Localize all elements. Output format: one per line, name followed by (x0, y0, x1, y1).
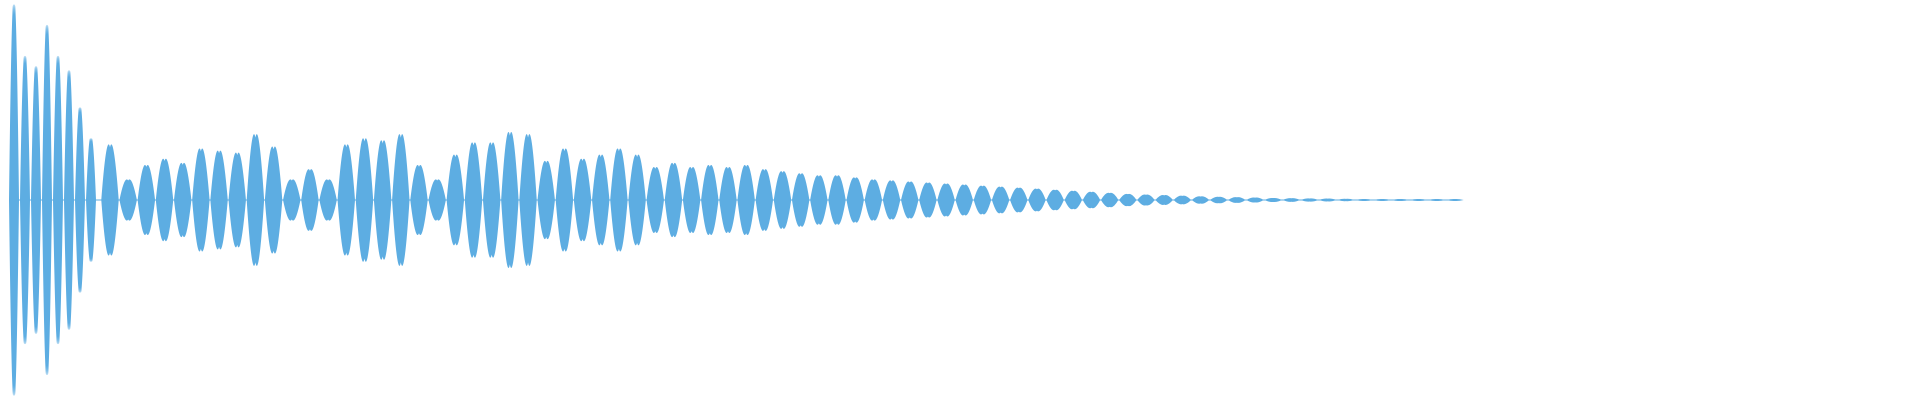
waveform-lobe (628, 154, 646, 246)
waveform-lobe (1282, 198, 1301, 202)
waveform-lobe (664, 162, 683, 238)
waveform-lobe (791, 173, 810, 227)
waveform-lobe (1046, 189, 1064, 211)
waveform-lobe (810, 175, 828, 225)
waveform-lobe (1010, 187, 1028, 213)
waveform-lobe (337, 144, 356, 256)
waveform-lobe (53, 55, 63, 345)
waveform-lobe (1409, 198, 1428, 202)
waveform-lobe (283, 179, 301, 221)
waveform-lobe (464, 142, 483, 258)
waveform-lobe (31, 66, 41, 334)
waveform-lobe (301, 169, 319, 231)
waveform-lobe (701, 164, 719, 236)
waveform-lobe (446, 154, 465, 246)
waveform-lobe (428, 179, 446, 221)
waveform-lobe (1064, 190, 1083, 210)
waveform-lobe (555, 148, 574, 252)
waveform-lobe (1100, 192, 1119, 208)
waveform-lobe (1355, 198, 1373, 202)
waveform-lobe (20, 55, 30, 345)
waveform-lobe (828, 175, 846, 225)
waveform-lobe (937, 183, 955, 217)
waveform-lobe (264, 146, 283, 254)
waveform-lobe (773, 171, 792, 229)
waveform-lobe (1173, 195, 1192, 205)
waveform-lobe (501, 132, 519, 268)
waveform-lobe (1082, 191, 1101, 209)
waveform-lobe (1191, 196, 1210, 204)
waveform-lobe (682, 167, 701, 233)
waveform-lobe (519, 134, 537, 266)
waveform-lobe (1337, 198, 1355, 202)
waveform-lobe (846, 177, 864, 223)
waveform-lobe (1264, 197, 1282, 203)
waveform-lobe (119, 179, 137, 221)
waveform-lobe (1137, 194, 1155, 206)
waveform-lobe (64, 70, 74, 330)
waveform-lobe (755, 169, 774, 231)
waveform-lobe (901, 181, 919, 219)
waveform-lobe (86, 138, 96, 262)
waveform-lobe (75, 107, 85, 293)
waveform-lobe (737, 164, 755, 236)
waveform-lobe (573, 158, 592, 242)
waveform-lobe (1319, 198, 1337, 202)
waveform-lobe (592, 154, 610, 246)
waveform-lobe (1373, 198, 1392, 202)
waveform-lobe (864, 179, 883, 221)
waveform-lobe (1155, 195, 1173, 205)
waveform-lobe (1391, 198, 1410, 202)
waveform-lobe (155, 158, 174, 242)
waveform-lobe (246, 134, 265, 266)
waveform-lobe (410, 164, 428, 236)
waveform-lobe (919, 182, 937, 218)
waveform-lobe (1209, 196, 1228, 204)
waveform-lobe (319, 179, 337, 221)
waveform-lobe (973, 185, 992, 215)
waveform-lobe (955, 184, 973, 216)
waveform-lobe (882, 180, 901, 220)
waveform-lobe (355, 138, 374, 262)
waveform-lobe (392, 134, 410, 266)
waveform-lobe (373, 140, 392, 260)
waveform-lobe (192, 148, 210, 252)
waveform-lobe (1246, 197, 1264, 203)
waveform-lobe (991, 186, 1010, 214)
waveform-lobe (210, 150, 228, 250)
waveform-lobe (1028, 188, 1046, 212)
waveform-lobe (9, 4, 19, 396)
waveform-lobe (137, 164, 156, 236)
waveform-lobe (42, 24, 52, 376)
waveform-lobe (610, 148, 628, 252)
waveform-lobe (537, 160, 555, 240)
waveform-lobe (1228, 197, 1246, 203)
waveform-lobe (1119, 193, 1137, 207)
waveform-lobe (228, 152, 246, 248)
waveform-lobe (1300, 198, 1319, 202)
waveform-lobe (646, 167, 664, 233)
waveform-lobe (1446, 198, 1464, 202)
waveform-lobe (719, 167, 737, 233)
waveform-lobe (1428, 198, 1446, 202)
waveform-lobe (101, 144, 119, 256)
waveform-lobe (482, 142, 501, 258)
waveform-lobe (173, 162, 192, 238)
